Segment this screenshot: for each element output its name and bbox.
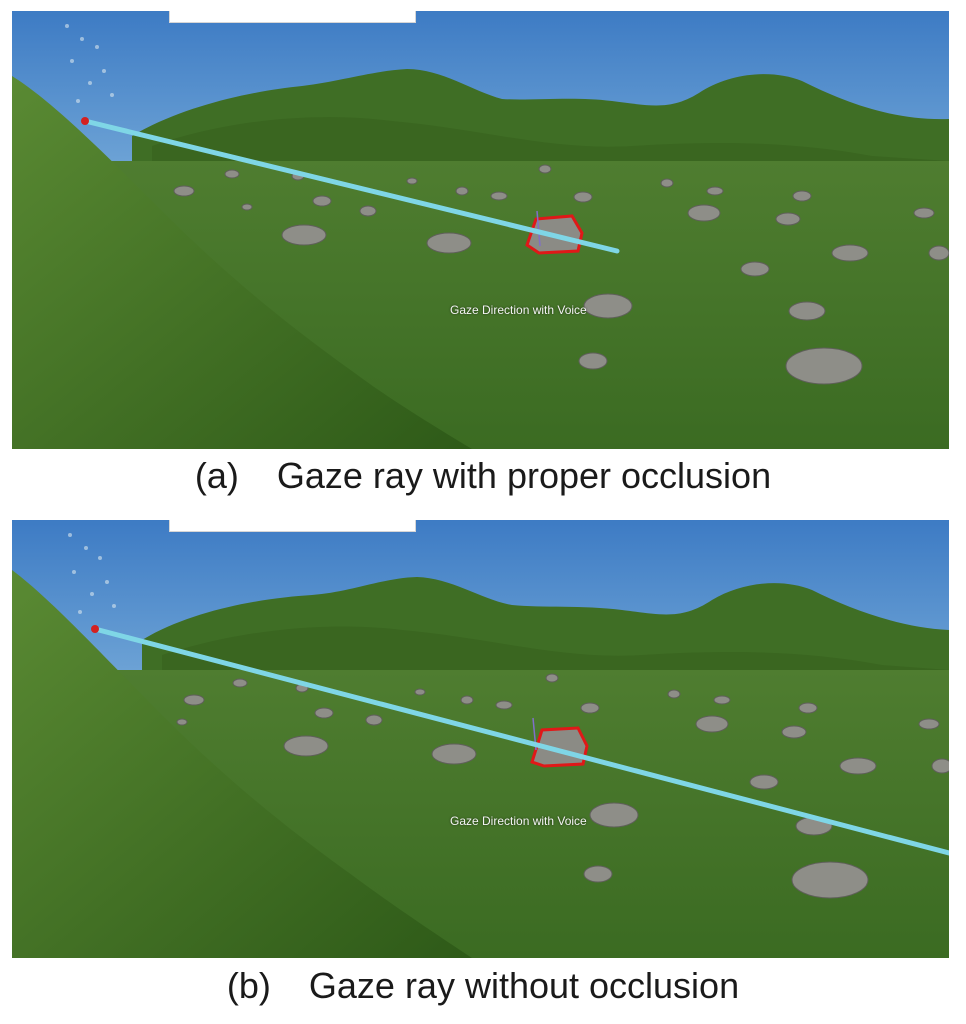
particle-dots <box>68 533 116 614</box>
gaze-ray <box>82 118 620 254</box>
gaze-ray <box>92 626 949 856</box>
scene-viewport-b[interactable]: Gaze Direction with Voice <box>12 520 949 958</box>
particle-dots <box>65 24 114 103</box>
caption-b: (b) Gaze ray without occlusion <box>0 965 966 1007</box>
scene-render-b <box>12 520 949 958</box>
rock-field <box>173 164 949 385</box>
ray-origin-marker <box>91 625 99 633</box>
scene-render-a <box>12 11 949 449</box>
caption-letter: (b) <box>226 965 271 1006</box>
ray-origin-marker <box>81 117 89 125</box>
scene-toolbar-strip <box>169 520 416 532</box>
target-marker-line <box>536 210 541 247</box>
scene-label: Gaze Direction with Voice <box>450 303 587 317</box>
caption-letter: (a) <box>194 455 239 496</box>
caption-text: Gaze ray without occlusion <box>308 965 740 1006</box>
scene-label: Gaze Direction with Voice <box>450 814 587 828</box>
scene-viewport-a[interactable]: Gaze Direction with Voice <box>12 11 949 449</box>
slope-hill <box>12 76 472 449</box>
slope-hill <box>12 570 472 958</box>
rock-field <box>176 673 949 899</box>
caption-text: Gaze ray with proper occlusion <box>276 455 772 496</box>
caption-a: (a) Gaze ray with proper occlusion <box>0 455 966 497</box>
scene-toolbar-strip <box>169 11 416 23</box>
